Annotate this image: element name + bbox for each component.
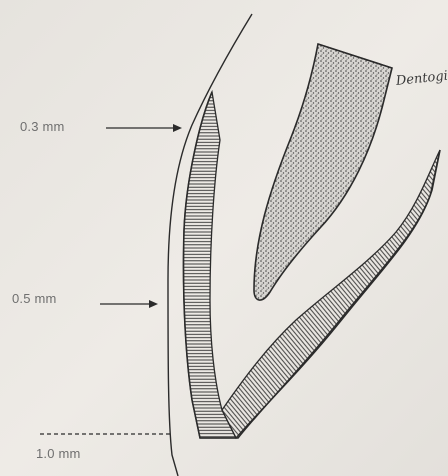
label-0.5mm: 0.5 mm [12,291,57,306]
label-0.3mm: 0.3 mm [20,119,65,134]
label-1.0mm: 1.0 mm [36,446,81,461]
